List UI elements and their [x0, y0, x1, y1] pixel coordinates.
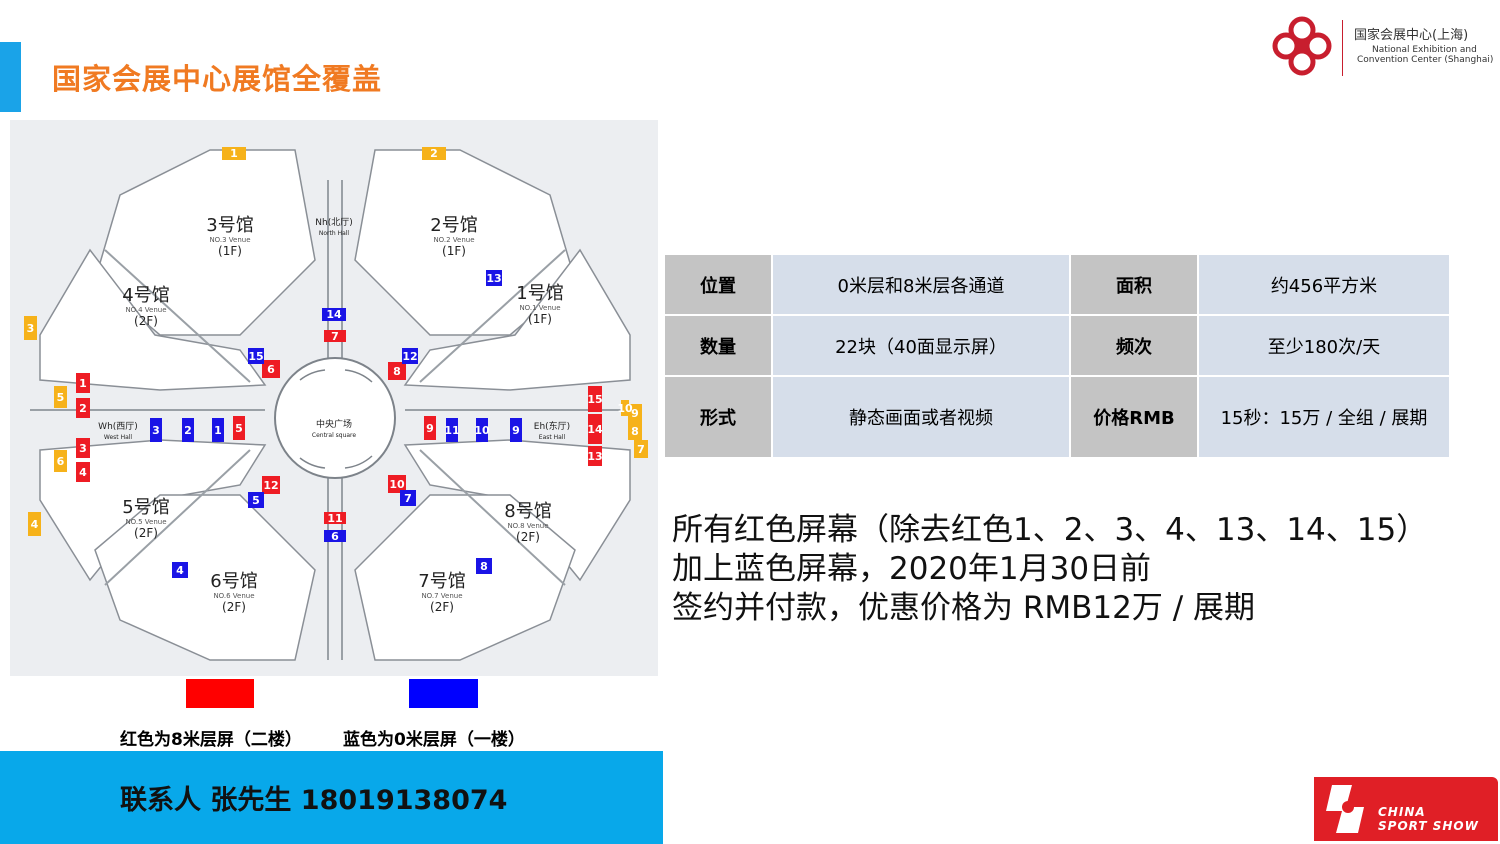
contact-banner: 联系人 张先生 18019138074	[0, 751, 663, 844]
table-value: 22块（40面显示屏）	[771, 314, 1071, 377]
promo-note: 所有红色屏幕（除去红色1、2、3、4、13、14、15） 加上蓝色屏幕，2020…	[672, 511, 1427, 628]
east-hall-label: Eh(东厅)East Hall	[533, 422, 571, 441]
brand-line-2: SPORT SHOW	[1378, 819, 1479, 833]
promo-line: 加上蓝色屏幕，2020年1月30日前	[672, 551, 1152, 587]
promo-line: 签约并付款，优惠价格为 RMB12万 / 展期	[672, 590, 1256, 626]
legend-red-label: 红色为8米层屏（二楼）	[120, 730, 302, 750]
blue-marker-9: 9	[510, 418, 522, 442]
blue-marker-13: 13	[486, 270, 502, 286]
sport-show-mark-icon	[1326, 785, 1364, 833]
red-marker-4: 4	[76, 462, 90, 482]
table-row: 数量 22块（40面显示屏） 频次 至少180次/天	[663, 314, 1451, 377]
table-row: 位置 0米层和8米层各通道 面积 约456平方米	[663, 253, 1451, 316]
blue-marker-11: 11	[444, 418, 460, 442]
table-key: 面积	[1069, 253, 1199, 316]
yellow-marker-4: 4	[28, 512, 41, 536]
blue-marker-6: 6	[324, 530, 346, 543]
contact-text: 联系人 张先生 18019138074	[120, 785, 508, 816]
red-marker-3: 3	[76, 438, 90, 458]
blue-marker-14: 14	[322, 308, 346, 321]
necc-logo: 国家会展中心(上海) National Exhibition and Conve…	[1266, 10, 1498, 82]
blue-marker-4: 4	[172, 562, 188, 578]
red-marker-9: 9	[424, 416, 436, 440]
red-marker-11: 11	[324, 512, 346, 525]
red-marker-1: 1	[76, 373, 90, 393]
table-value: 0米层和8米层各通道	[771, 253, 1071, 316]
west-hall-label: Wh(西厅)West Hall	[98, 422, 138, 441]
blue-marker-10: 10	[474, 418, 490, 442]
blue-marker-8: 8	[476, 558, 492, 574]
north-hall-label: Nh(北厅)North Hall	[315, 218, 353, 237]
red-marker-15: 15	[587, 386, 603, 412]
table-key: 价格RMB	[1069, 375, 1199, 459]
red-marker-7: 7	[324, 330, 346, 343]
table-value: 至少180次/天	[1197, 314, 1451, 377]
info-table: 位置 0米层和8米层各通道 面积 约456平方米 数量 22块（40面显示屏） …	[663, 253, 1451, 459]
blue-marker-7: 7	[400, 490, 416, 506]
venue-map-drawing	[10, 120, 658, 676]
brand-line-1: CHINA	[1378, 805, 1426, 819]
clover-logo-icon	[1272, 16, 1332, 76]
red-marker-10: 10	[388, 475, 406, 493]
table-key: 频次	[1069, 314, 1199, 377]
blue-marker-12: 12	[402, 348, 418, 364]
logo-en-text-2: Convention Center (Shanghai)	[1357, 55, 1494, 65]
yellow-marker-6: 6	[54, 450, 67, 472]
table-value: 静态画面或者视频	[771, 375, 1071, 459]
blue-marker-2: 2	[182, 418, 194, 442]
blue-marker-1: 1	[212, 418, 224, 442]
table-value: 约456平方米	[1197, 253, 1451, 316]
yellow-marker-8: 8	[628, 422, 642, 440]
table-key: 数量	[663, 314, 773, 377]
logo-en-text-1: National Exhibition and	[1372, 45, 1477, 55]
legend-blue-label: 蓝色为0米层屏（一楼）	[343, 730, 525, 750]
promo-line: 所有红色屏幕（除去红色1、2、3、4、13、14、15）	[672, 512, 1428, 548]
yellow-marker-5: 5	[54, 386, 67, 408]
red-marker-6: 6	[262, 360, 280, 378]
red-marker-13: 13	[587, 446, 603, 466]
yellow-marker-7: 7	[634, 440, 648, 458]
table-value: 15秒：15万 / 全组 / 展期	[1197, 375, 1451, 459]
blue-marker-5: 5	[248, 492, 264, 508]
yellow-marker-9: 9	[628, 404, 642, 422]
blue-marker-15: 15	[248, 348, 264, 364]
accent-bar	[0, 42, 21, 112]
yellow-marker-10: 10	[617, 400, 633, 416]
table-key: 位置	[663, 253, 773, 316]
table-row: 形式 静态画面或者视频 价格RMB 15秒：15万 / 全组 / 展期	[663, 375, 1451, 459]
yellow-marker-3: 3	[24, 316, 37, 340]
red-marker-8: 8	[388, 362, 406, 380]
red-marker-2: 2	[76, 398, 90, 418]
logo-cn-text: 国家会展中心(上海)	[1354, 28, 1469, 43]
legend-blue-swatch	[409, 679, 478, 708]
red-marker-12: 12	[262, 476, 280, 494]
blue-marker-3: 3	[150, 418, 162, 442]
yellow-marker-1: 1	[222, 147, 246, 160]
legend-red-swatch	[186, 679, 254, 708]
red-marker-14: 14	[587, 414, 603, 444]
yellow-marker-2: 2	[422, 147, 446, 160]
table-key: 形式	[663, 375, 773, 459]
page-title: 国家会展中心展馆全覆盖	[52, 62, 383, 96]
china-sport-show-logo: CHINA SPORT SHOW	[1314, 777, 1498, 841]
red-marker-5: 5	[233, 416, 245, 440]
